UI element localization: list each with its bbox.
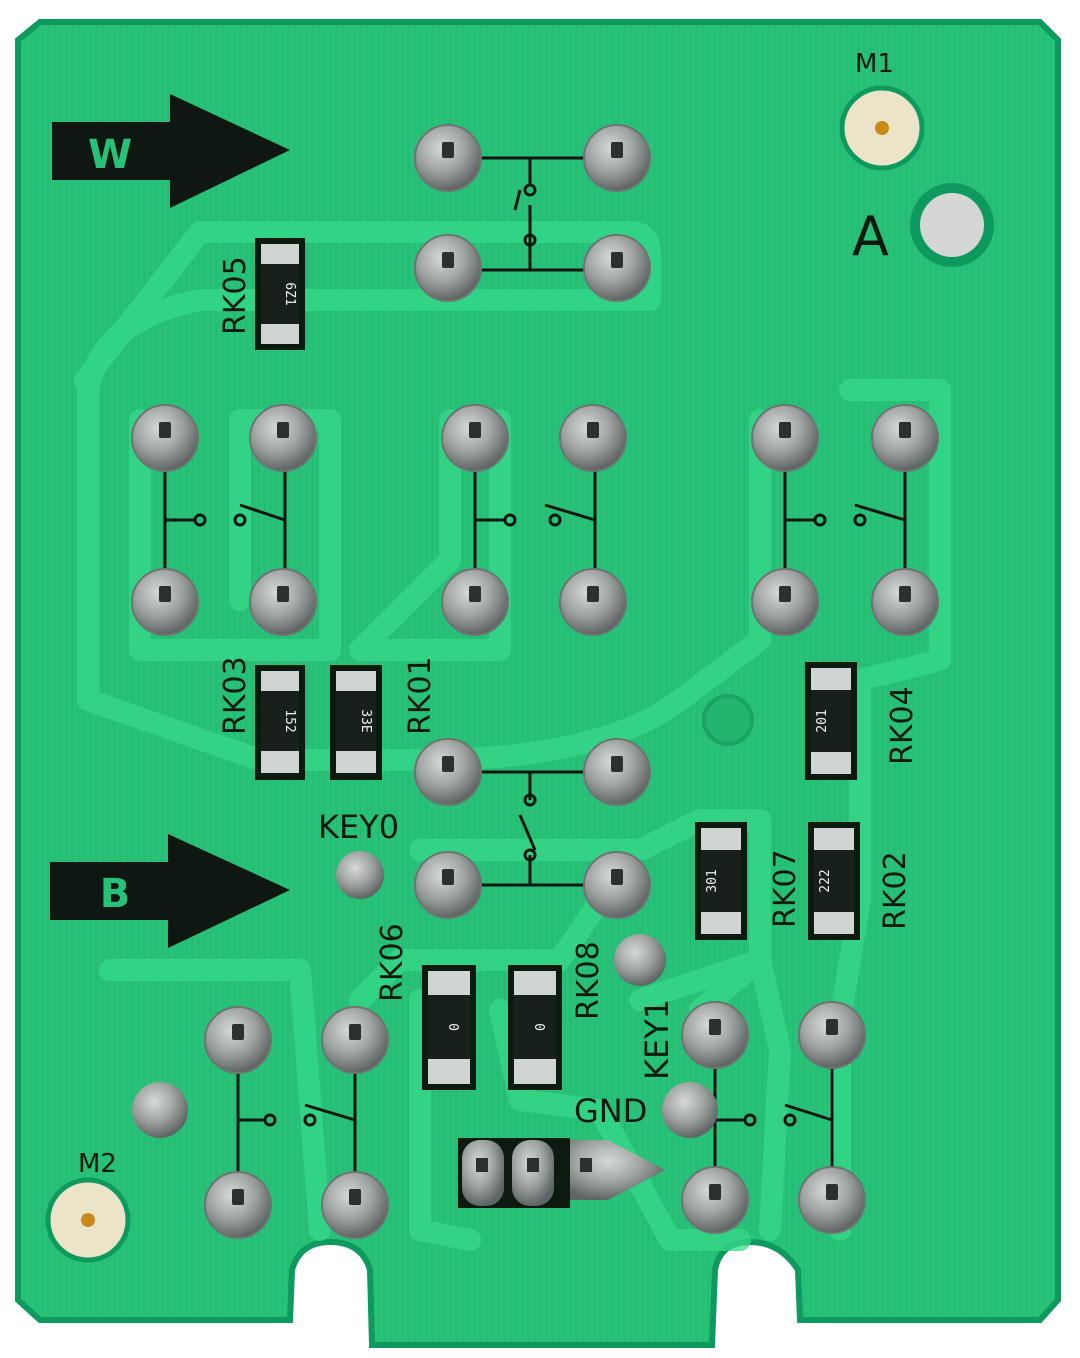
solder-pad — [681, 1166, 749, 1234]
solder-pad — [583, 738, 651, 806]
solder-pad — [583, 234, 651, 302]
arrow-b-label: B — [100, 871, 131, 917]
solder-pad — [583, 851, 651, 919]
solder-pad — [798, 1166, 866, 1234]
value-rk01: 33E — [358, 709, 373, 732]
hole-label-a: A — [852, 205, 889, 268]
solder-pad — [441, 568, 509, 636]
smd-resistor-rk07: 301 — [695, 822, 747, 940]
solder-pad — [204, 1171, 272, 1239]
solder-pad — [751, 404, 819, 472]
solder-pad — [583, 124, 651, 192]
value-rk07: 301 — [705, 869, 720, 892]
mount-label-m1: M1 — [855, 49, 894, 79]
value-rk02: 222 — [818, 869, 833, 892]
smd-resistor-rk08: 0 — [508, 965, 562, 1090]
test-point-gnd — [662, 1082, 718, 1138]
smd-resistor-rk01: 33E — [330, 665, 382, 780]
solder-pad — [559, 568, 627, 636]
ref-rk06: RK06 — [375, 923, 410, 1002]
value-rk05: 6Z1 — [282, 282, 297, 305]
ref-rk01: RK01 — [403, 656, 438, 735]
label-gnd: GND — [574, 1092, 647, 1130]
value-rk03: 152 — [282, 709, 297, 732]
label-key0: KEY0 — [318, 808, 399, 846]
label-key1: KEY1 — [638, 999, 676, 1080]
switch-symbols — [163, 156, 907, 1200]
solder-pad — [204, 1006, 272, 1074]
pcb-board — [15, 19, 1061, 1348]
ref-rk08: RK08 — [571, 941, 606, 1020]
solder-pad — [751, 568, 819, 636]
ref-rk05: RK05 — [218, 256, 253, 335]
test-point-m2 — [132, 1082, 188, 1138]
solder-pad — [414, 124, 482, 192]
ref-rk04: RK04 — [885, 686, 920, 765]
ref-rk03: RK03 — [218, 656, 253, 735]
mount-hole-m1 — [839, 85, 925, 171]
solder-pad — [414, 738, 482, 806]
solder-pad — [321, 1006, 389, 1074]
solder-pad — [681, 1001, 749, 1069]
solder-pad — [249, 568, 317, 636]
solder-pad — [131, 568, 199, 636]
solder-pad — [249, 404, 317, 472]
solder-pad — [871, 404, 939, 472]
test-point-key0 — [336, 851, 384, 899]
smd-resistor-rk06: 0 — [422, 965, 476, 1090]
value-rk04: 201 — [815, 709, 830, 732]
smd-resistor-rk05: 6Z1 — [255, 238, 305, 350]
ref-rk07: RK07 — [768, 849, 803, 928]
smd-resistor-rk02: 222 — [808, 822, 860, 940]
solder-pad — [321, 1171, 389, 1239]
smd-resistor-rk04: 201 — [805, 662, 857, 780]
solder-pad — [871, 568, 939, 636]
solder-pad — [131, 404, 199, 472]
solder-pad — [414, 234, 482, 302]
smd-resistor-rk03: 152 — [255, 665, 305, 780]
connector-header — [458, 1138, 665, 1208]
solder-pad — [441, 404, 509, 472]
ref-rk02: RK02 — [878, 851, 913, 930]
via-hole — [702, 694, 754, 746]
arrow-b: B — [50, 834, 290, 948]
mount-label-m2: M2 — [78, 1149, 117, 1179]
arrow-w-label: W — [88, 132, 132, 178]
mount-hole-m2 — [45, 1177, 131, 1263]
test-point-key1 — [614, 934, 666, 986]
arrow-w: W — [52, 94, 290, 208]
solder-pad — [798, 1001, 866, 1069]
solder-pad — [559, 404, 627, 472]
value-rk06: 0 — [445, 1023, 460, 1031]
value-rk08: 0 — [531, 1023, 546, 1031]
solder-pad — [414, 851, 482, 919]
